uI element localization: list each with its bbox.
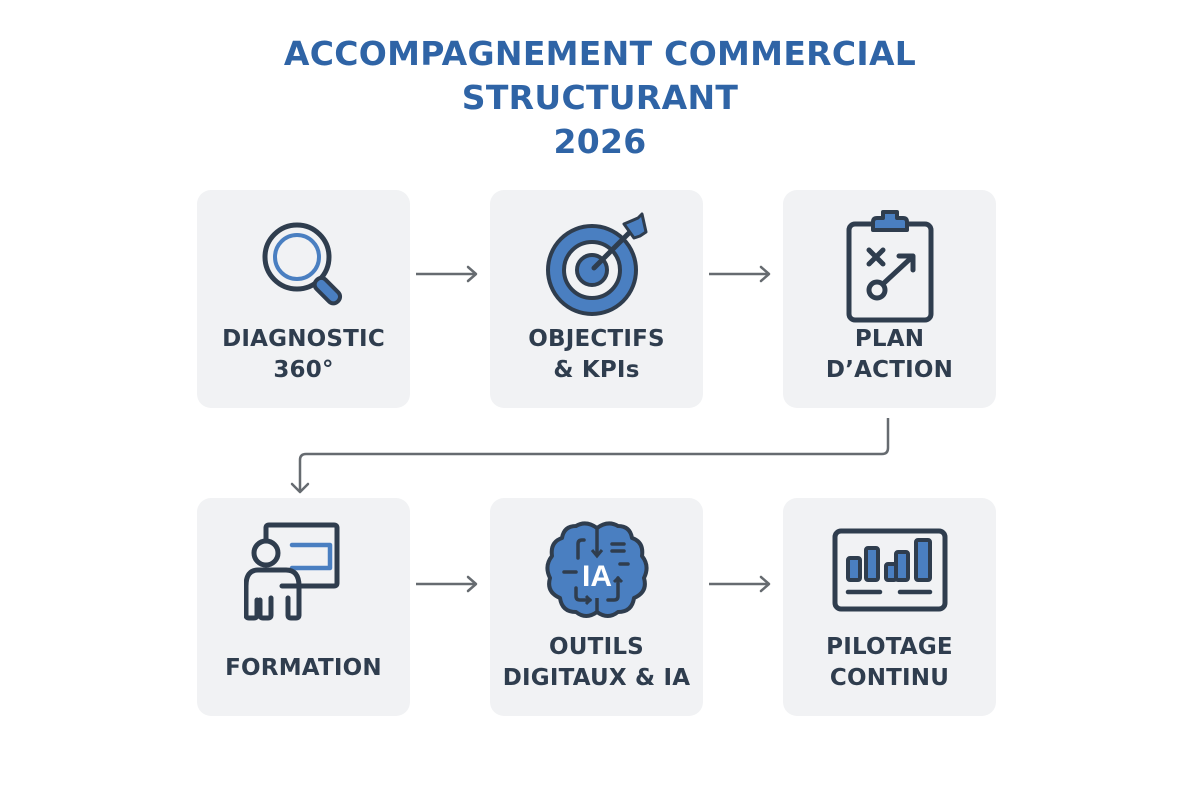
dashboard-chart-icon bbox=[832, 528, 947, 612]
step-card-outils-ia: IA OUTILS DIGITAUX & IA bbox=[490, 498, 703, 716]
clipboard-plan-icon bbox=[846, 210, 933, 323]
ia-text: IA bbox=[582, 560, 612, 593]
step-label: PLAN D’ACTION bbox=[825, 326, 954, 383]
title-line-3: 2026 bbox=[553, 122, 647, 161]
arrow-5-to-6 bbox=[709, 575, 771, 593]
arrow-4-to-5 bbox=[416, 575, 478, 593]
step-label: OBJECTIFS & KPIs bbox=[528, 326, 665, 383]
step-card-objectifs: OBJECTIFS & KPIs bbox=[490, 190, 703, 408]
step-card-diagnostic: DIAGNOSTIC 360° bbox=[197, 190, 410, 408]
step-card-formation: FORMATION bbox=[197, 498, 410, 716]
magnifier-icon bbox=[262, 222, 342, 306]
diagram-title: ACCOMPAGNEMENT COMMERCIAL STRUCTURANT 20… bbox=[0, 32, 1200, 164]
arrow-1-to-2 bbox=[416, 265, 478, 283]
step-label: PILOTAGE CONTINU bbox=[826, 634, 953, 691]
arrow-2-to-3 bbox=[709, 265, 771, 283]
ai-brain-icon: IA bbox=[544, 521, 649, 618]
arrow-3-to-4 bbox=[290, 418, 890, 494]
step-card-plan-action: PLAN D’ACTION bbox=[783, 190, 996, 408]
step-label: DIAGNOSTIC 360° bbox=[222, 326, 385, 383]
step-label: FORMATION bbox=[225, 655, 382, 681]
step-card-pilotage: PILOTAGE CONTINU bbox=[783, 498, 996, 716]
target-icon bbox=[545, 212, 647, 316]
step-label: OUTILS DIGITAUX & IA bbox=[502, 634, 691, 691]
title-line-2: STRUCTURANT bbox=[461, 78, 739, 117]
title-line-1: ACCOMPAGNEMENT COMMERCIAL bbox=[283, 34, 917, 73]
presentation-icon bbox=[243, 522, 339, 621]
